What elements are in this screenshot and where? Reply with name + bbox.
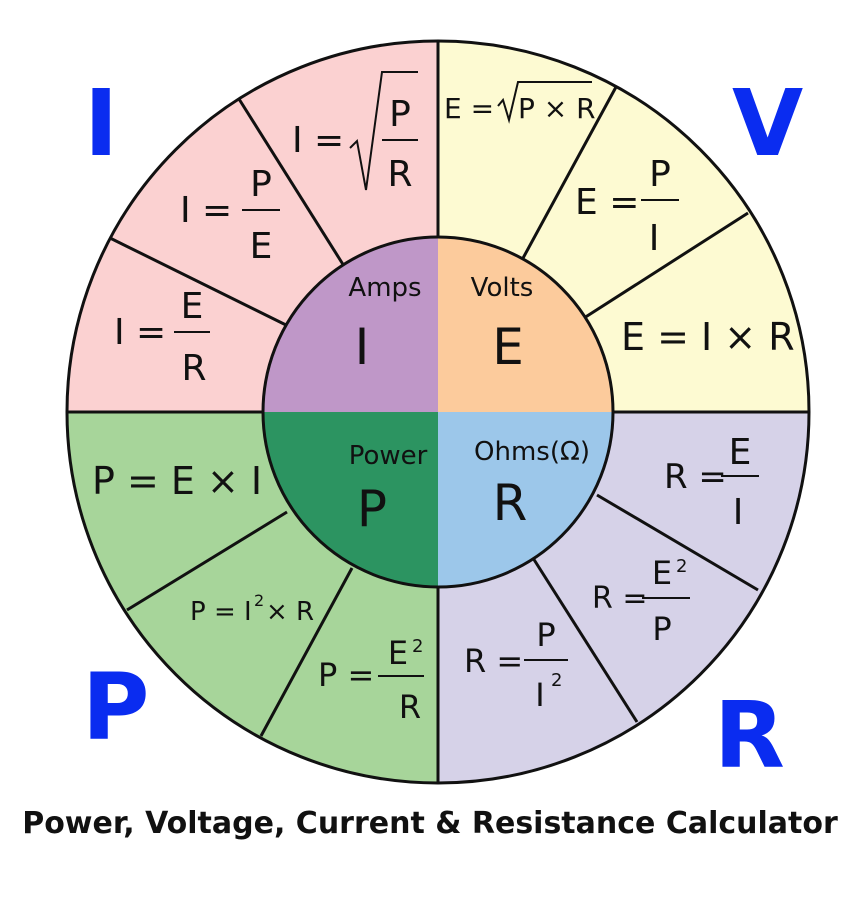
page-caption: Power, Voltage, Current & Resistance Cal… — [22, 806, 838, 841]
formula-e-p-over-i: E = P I — [575, 154, 679, 259]
volts-label: Volts — [471, 273, 534, 303]
current-corner-letter: I — [84, 70, 119, 177]
sector-dividers — [67, 41, 809, 783]
power-corner-letter: P — [82, 654, 150, 761]
svg-text:2: 2 — [676, 556, 687, 577]
svg-text:P =: P = — [318, 656, 374, 694]
svg-text:2: 2 — [551, 670, 562, 691]
svg-text:E: E — [652, 554, 672, 592]
svg-text:I =: I = — [292, 120, 344, 161]
svg-text:E: E — [729, 432, 752, 473]
formula-p-e-times-i: P = E × I — [92, 459, 262, 503]
svg-text:R: R — [387, 154, 412, 195]
svg-text:R: R — [399, 688, 421, 726]
power-symbol: P — [357, 480, 387, 538]
formula-i-sqrt-p-over-r: I = P R — [292, 71, 418, 195]
formula-e-sqrt-p-times-r: E = P × R — [444, 81, 596, 125]
formula-r-p-over-i-squared: R = P I 2 — [464, 616, 568, 714]
power-label: Power — [349, 441, 428, 471]
svg-text:E: E — [250, 226, 273, 267]
formula-r-e-over-i: R = E I — [664, 432, 759, 533]
amps-symbol: I — [355, 318, 370, 376]
svg-text:R =: R = — [592, 581, 648, 616]
svg-text:R =: R = — [664, 457, 727, 497]
svg-text:I: I — [535, 676, 544, 714]
formula-p-e-squared-over-r: P = E 2 R — [318, 634, 424, 726]
formula-r-e-squared-over-p: R = E 2 P — [592, 554, 690, 648]
svg-text:E =: E = — [444, 92, 494, 125]
hub-amps — [263, 237, 438, 412]
svg-text:2: 2 — [254, 591, 264, 610]
svg-text:P: P — [250, 164, 272, 205]
volts-symbol: E — [492, 318, 524, 376]
ohms-symbol: R — [493, 474, 528, 532]
formula-i-p-over-e: I = P E — [180, 164, 280, 267]
svg-text:P × R: P × R — [518, 92, 596, 125]
svg-text:I =: I = — [114, 312, 166, 353]
svg-text:P: P — [649, 154, 671, 195]
hub-volts — [438, 237, 613, 412]
svg-text:P: P — [652, 610, 671, 648]
svg-text:I: I — [733, 492, 744, 533]
formula-p-i-squared-times-r: P = I 2 × R — [190, 591, 314, 627]
ohms-label: Ohms(Ω) — [474, 437, 590, 467]
svg-text:E =: E = — [575, 182, 639, 223]
svg-text:× R: × R — [266, 597, 314, 627]
hub-power — [263, 412, 438, 587]
svg-text:P: P — [389, 94, 411, 135]
svg-text:P: P — [536, 616, 555, 654]
ohms-law-wheel: Amps I Volts E Power P Ohms(Ω) R I = P R… — [65, 39, 811, 785]
resistance-corner-letter: R — [714, 682, 785, 789]
hub-ohms — [438, 412, 613, 587]
svg-text:R =: R = — [464, 642, 523, 680]
voltage-corner-letter: V — [732, 70, 804, 177]
formula-e-i-times-r: E = I × R — [621, 315, 795, 359]
svg-text:E: E — [388, 634, 408, 672]
svg-text:I =: I = — [180, 190, 232, 231]
formula-i-e-over-r: I = E R — [114, 286, 210, 389]
svg-text:2: 2 — [412, 636, 423, 657]
svg-text:I: I — [649, 218, 660, 259]
svg-text:E: E — [181, 286, 204, 327]
svg-text:R: R — [181, 348, 206, 389]
svg-text:P = I: P = I — [190, 597, 252, 627]
amps-label: Amps — [348, 273, 421, 303]
